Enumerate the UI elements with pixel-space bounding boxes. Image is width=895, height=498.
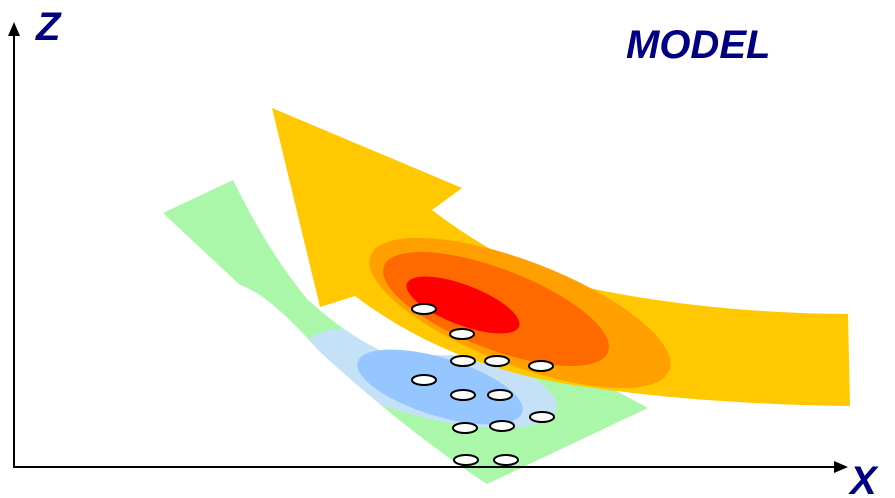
particle (484, 355, 510, 367)
particle (450, 389, 476, 401)
particle (528, 360, 554, 372)
model-title: MODEL (626, 23, 770, 67)
red-ellipse (406, 276, 520, 334)
z-axis (8, 22, 20, 468)
z-axis-label: Z (35, 5, 62, 49)
particle (449, 328, 475, 340)
particles (411, 303, 555, 466)
x-axis-arrowhead (834, 461, 848, 473)
x-axis (14, 461, 848, 473)
particle (411, 303, 437, 315)
particle (529, 411, 555, 423)
particle (411, 374, 437, 386)
mid-blue-ellipse (357, 349, 523, 425)
particle (453, 454, 479, 466)
x-axis-label: X (848, 459, 879, 498)
orange-arrow (272, 108, 850, 406)
particle (493, 454, 519, 466)
z-axis-arrowhead (8, 22, 20, 36)
particle (450, 355, 476, 367)
particle (487, 389, 513, 401)
particle (452, 422, 478, 434)
particle (489, 420, 515, 432)
